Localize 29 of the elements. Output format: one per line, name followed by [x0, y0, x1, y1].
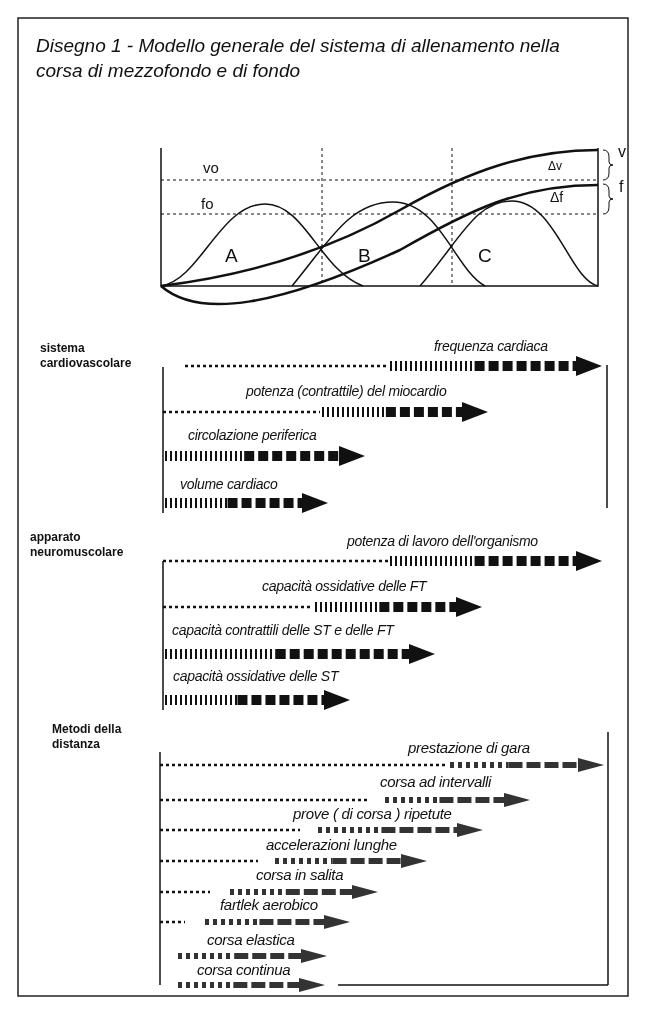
axis-label: A — [225, 246, 238, 267]
arrow-label: potenza (contrattile) del miocardio — [246, 384, 447, 400]
arrow-label: prove ( di corsa ) ripetute — [293, 806, 452, 823]
arrow-label: capacità contrattili delle ST e delle FT — [172, 623, 394, 639]
axis-label: Δv — [548, 160, 562, 174]
arrow-label: circolazione periferica — [188, 428, 317, 444]
axis-label: B — [358, 246, 371, 267]
arrow-label: corsa continua — [197, 962, 291, 979]
arrow-label: fartlek aerobico — [220, 897, 318, 914]
arrow-label: potenza di lavoro dell'organismo — [347, 534, 538, 550]
section-heading: apparato neuromuscolare — [30, 530, 125, 560]
section-heading: sistema cardiovascolare — [40, 341, 133, 371]
figure-title: Disegno 1 - Modello generale del sistema di allenamento nella corsa di mezzofondo e di fondo — [36, 34, 561, 83]
arrow-label: capacità ossidative delle FT — [262, 579, 427, 595]
axis-label: f — [619, 178, 624, 196]
arrow-label: frequenza cardiaca — [434, 339, 548, 355]
axis-label: vo — [203, 160, 219, 177]
arrow-label: corsa in salita — [256, 867, 344, 884]
axis-label: Δf — [550, 190, 564, 206]
arrow-label: volume cardiaco — [180, 477, 278, 493]
arrow-label: accelerazioni lunghe — [266, 837, 397, 854]
arrow-label: capacità ossidative delle ST — [173, 669, 339, 685]
axis-label: C — [478, 246, 492, 267]
axis-label: fo — [201, 196, 214, 213]
arrow-label: corsa ad intervalli — [380, 774, 492, 791]
arrow-label: corsa elastica — [207, 932, 295, 949]
arrow-label: prestazione di gara — [408, 740, 530, 757]
axis-label: v — [618, 143, 626, 161]
section-heading: Metodi della distanza — [52, 722, 123, 752]
